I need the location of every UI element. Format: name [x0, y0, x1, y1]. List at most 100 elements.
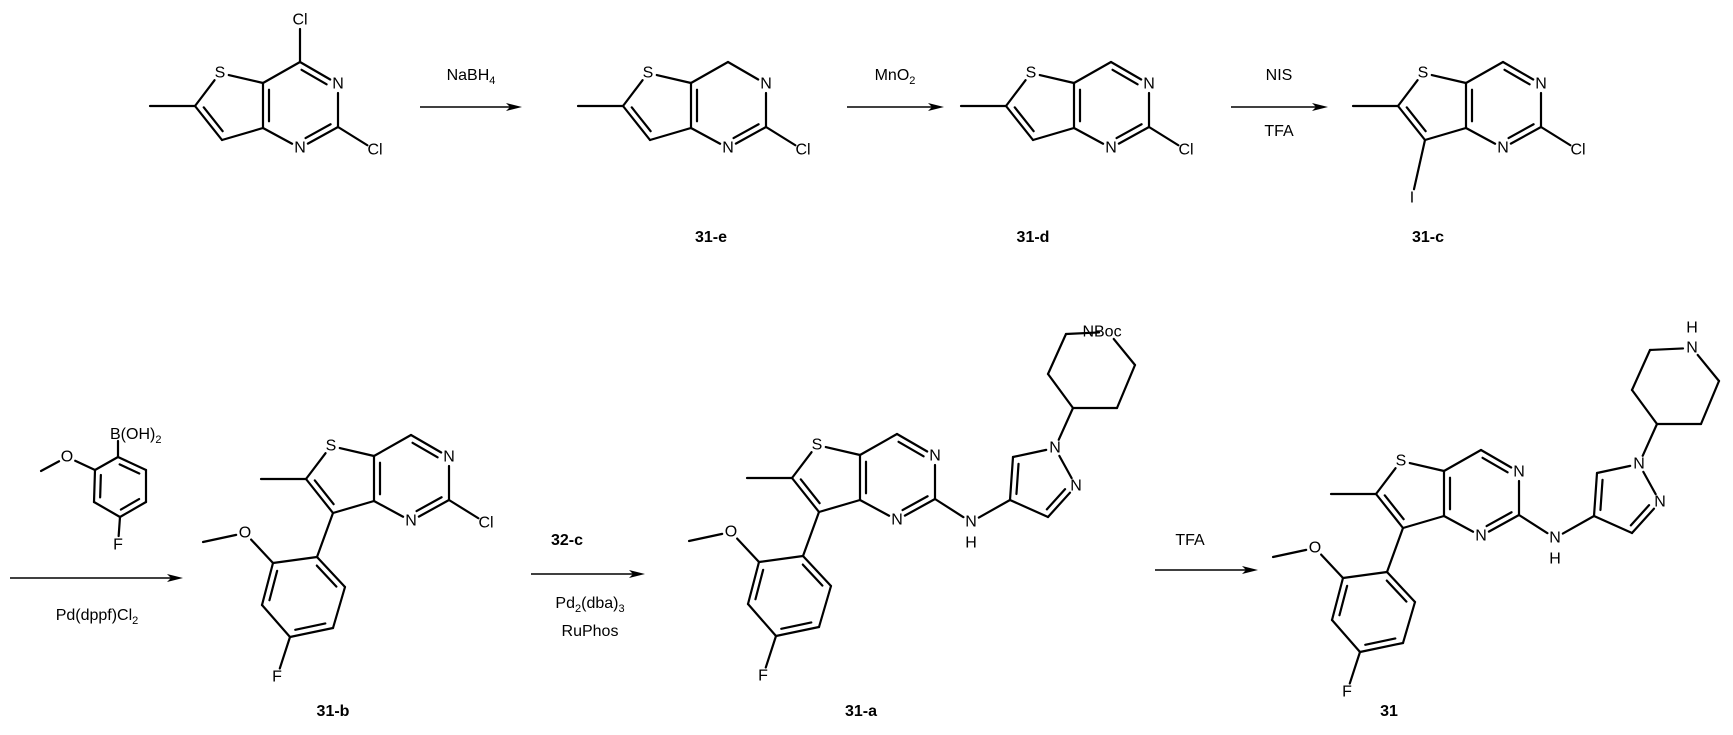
starting-material-bond [220, 126, 265, 142]
compound-31-e-bond [655, 73, 693, 85]
reagent-label: RuPhos [562, 623, 619, 640]
compound-31-a-bond [824, 445, 862, 457]
compound-31-bond [1348, 650, 1362, 685]
compound-31-b-bond [260, 561, 275, 607]
compound-31-a-atom-o: O [725, 524, 737, 541]
starting-material-double-bond [304, 123, 332, 140]
compound-31-double-bond [1485, 511, 1513, 528]
compound-31-b-bond [372, 499, 405, 518]
compound-31-bond [1648, 347, 1685, 352]
compound-31-a-double-bond [799, 478, 821, 505]
starting-material-bond [261, 126, 294, 145]
compound-31-c-double-bond [1503, 68, 1531, 86]
boronic-acid-bond [74, 459, 97, 472]
reagent-text: MnO [875, 67, 910, 84]
compound-31-double-bond [1364, 637, 1397, 646]
compound-31-a-bond [801, 510, 821, 558]
compound-31-a-bond [687, 532, 724, 543]
compound-31-b-bond [417, 498, 451, 518]
compound-31-double-bond [1385, 579, 1408, 603]
starting-material-atom-n: N [294, 140, 306, 157]
compound-31-e-atom-s: S [643, 65, 654, 82]
compound-31-a-bond [757, 554, 805, 564]
compound-31-d-bond [1109, 60, 1143, 81]
compound-31-b-bond [304, 452, 327, 481]
compound-31-b-atom-cl: Cl [478, 515, 493, 532]
boronic-acid-atom-f: F [113, 537, 123, 554]
compound-31-a-bond [790, 476, 821, 514]
compound-31-b-atom-s: S [326, 438, 337, 455]
compound-31-b-atom-n: N [443, 449, 455, 466]
compound-31-a-atom-n: N [1070, 478, 1082, 495]
starting-material-bond [193, 104, 224, 142]
compound-31-double-bond [1481, 456, 1509, 474]
compound-31-e-atom-n: N [760, 76, 772, 93]
compound-31-e-bond [689, 60, 730, 85]
compound-31-b-bond [372, 433, 413, 458]
compound-31-b-double-bond [294, 622, 327, 631]
compound-31-a-bond [1046, 372, 1075, 410]
compound-31-a-bond [858, 498, 891, 517]
compound-31-bond [1641, 422, 1659, 457]
compound-31-a-bond [1115, 363, 1137, 410]
compound-31-c-atom-i: I [1410, 190, 1414, 207]
compound-31-a-bond [801, 554, 833, 588]
compound-31-a-bond [1064, 331, 1101, 336]
compound-31-d-bond [1147, 125, 1180, 147]
compound-31-bond [1630, 348, 1652, 392]
compound-31-bond [1341, 570, 1389, 580]
compound-31-b-double-bond [415, 496, 443, 513]
compound-31-a-atom-h: H [965, 535, 977, 552]
compound-31-bond [1401, 514, 1446, 530]
compound-label-31-a: 31-a [845, 703, 877, 720]
compound-31-atom-o: O [1309, 540, 1321, 557]
compound-31-a-atom-n: N [891, 512, 903, 529]
reagent-text: 2 [909, 75, 915, 87]
starting-material-atom-s: S [215, 65, 226, 82]
boronic-acid-bond [39, 460, 61, 473]
compound-31-d-bond [1072, 126, 1105, 145]
boronic-acid-double-bond [119, 497, 141, 511]
compound-31-bond [1642, 470, 1657, 496]
compound-31-a-bond [746, 560, 761, 606]
compound-31-b-bond [278, 635, 292, 670]
compound-31-bond [1358, 641, 1405, 654]
compound-31-bond [1592, 514, 1634, 535]
reagent-label: TFA [1175, 532, 1205, 549]
compound-31-c-bond [1509, 125, 1543, 145]
compound-31-e-bond [734, 125, 768, 145]
arrows-layer [10, 103, 1328, 582]
reagent-text: RuPhos [562, 623, 619, 640]
compound-31-a-bond [895, 432, 929, 453]
reagent-label: MnO2 [875, 67, 916, 87]
compound-31-a-bond [1008, 455, 1015, 502]
compound-31-c-atom-n: N [1497, 140, 1509, 157]
compound-31-atom-n: N [1549, 530, 1561, 547]
boronic-acid-bond [92, 500, 122, 519]
compound-31-atom-n: N [1475, 528, 1487, 545]
compound-31-bond [1517, 513, 1549, 535]
compound-31-e-double-bond [732, 123, 760, 140]
compound-31-bond [1330, 618, 1362, 654]
reagent-text: 32-c [551, 532, 583, 549]
compound-31-b-bond [409, 433, 443, 454]
compound-31-c-bond [1412, 138, 1427, 191]
compound-31-bond [1385, 570, 1417, 604]
compound-31-d-atom-s: S [1026, 65, 1037, 82]
reagent-text: TFA [1264, 123, 1294, 140]
reagent-label: NIS [1266, 67, 1293, 84]
compound-31-c-bond [1539, 125, 1572, 147]
compound-31-e-bond [764, 125, 797, 147]
compound-label-31-d: 31-d [1017, 229, 1050, 246]
starting-material-atom-n: N [332, 76, 344, 93]
compound-31-b-double-bond [313, 479, 335, 506]
compound-label-31-c: 31-c [1412, 229, 1444, 246]
compound-31-e-bond [689, 126, 722, 145]
compound-31-a-bond [764, 634, 778, 669]
starting-material-bond [227, 73, 265, 85]
compound-31-b-bond [331, 585, 347, 630]
arrow-head-icon [506, 103, 522, 111]
compound-31-bond [1330, 576, 1345, 622]
compound-31-b-bond [250, 538, 275, 565]
compound-31-bond [1401, 600, 1417, 645]
